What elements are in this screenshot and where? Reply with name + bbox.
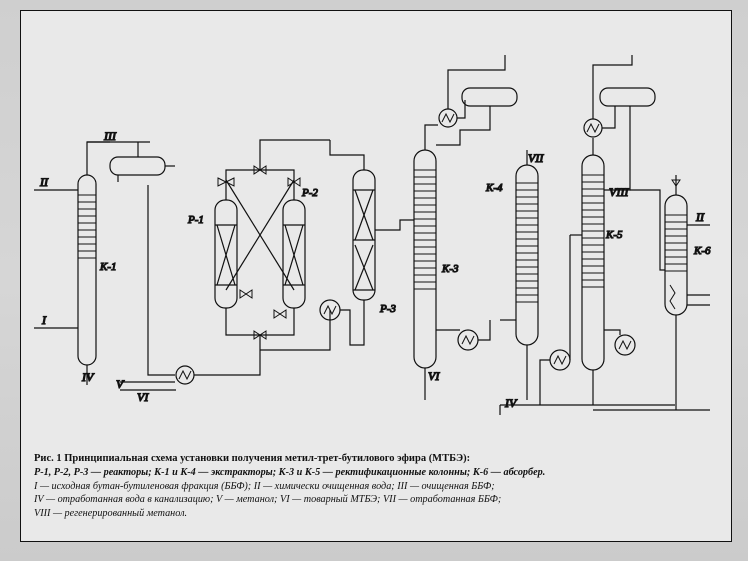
label-stream-VII: VII <box>528 151 544 165</box>
label-p2: P-2 <box>301 187 318 199</box>
figure-caption: Рис. 1 Принципиальная схема установки по… <box>34 452 724 521</box>
label-p1: P-1 <box>187 214 204 226</box>
label-stream-II-right: II <box>695 210 705 224</box>
label-stream-II-left: II <box>39 175 49 189</box>
reactor-p3 <box>352 169 376 301</box>
label-p3: P-3 <box>379 303 396 315</box>
caption-title: Рис. 1 Принципиальная схема установки по… <box>34 453 471 464</box>
label-k3: K-3 <box>441 263 459 275</box>
label-stream-III: III <box>103 129 117 143</box>
separator-drum-1 <box>109 156 166 176</box>
valve-group <box>217 165 301 340</box>
caption-line-4: VIII — регенерированный метанол. <box>34 508 188 520</box>
label-stream-VIII: VIII <box>609 185 629 199</box>
label-stream-VI-left: VI <box>137 390 149 404</box>
label-stream-I: I <box>41 313 47 327</box>
column-k3 <box>413 149 437 369</box>
caption-line-1: Р-1, Р-2, Р-3 — реакторы; К-1 и К-4 — эк… <box>34 466 546 478</box>
reactor-p2 <box>282 199 306 309</box>
process-flow-diagram: II I III IV V VI VI VII VIII II IV K-1 P… <box>34 55 712 415</box>
label-k4: K-4 <box>485 182 503 194</box>
label-stream-VI-mid: VI <box>428 369 440 383</box>
column-k1 <box>77 174 97 366</box>
label-k5: K-5 <box>605 229 623 241</box>
column-k4 <box>515 164 539 346</box>
label-k1: K-1 <box>99 261 117 273</box>
caption-line-3: IV — отработанная вода в канализацию; V … <box>34 494 502 506</box>
figure-frame <box>20 10 732 542</box>
label-k6: K-6 <box>693 245 711 257</box>
label-stream-V: V <box>116 377 125 391</box>
label-stream-IV-left: IV <box>81 370 95 384</box>
reboiler-k5 <box>614 334 636 356</box>
label-stream-IV-bottom: IV <box>504 396 518 410</box>
valve-k6 <box>671 179 681 187</box>
column-k5 <box>581 154 605 371</box>
reflux-drum-k5 <box>599 87 656 107</box>
caption-line-2: I — исходная бутан-бутиленовая фракция (… <box>34 480 495 492</box>
reflux-drum-k3 <box>461 87 518 107</box>
column-k6 <box>664 194 688 316</box>
reactor-p1 <box>214 199 238 309</box>
